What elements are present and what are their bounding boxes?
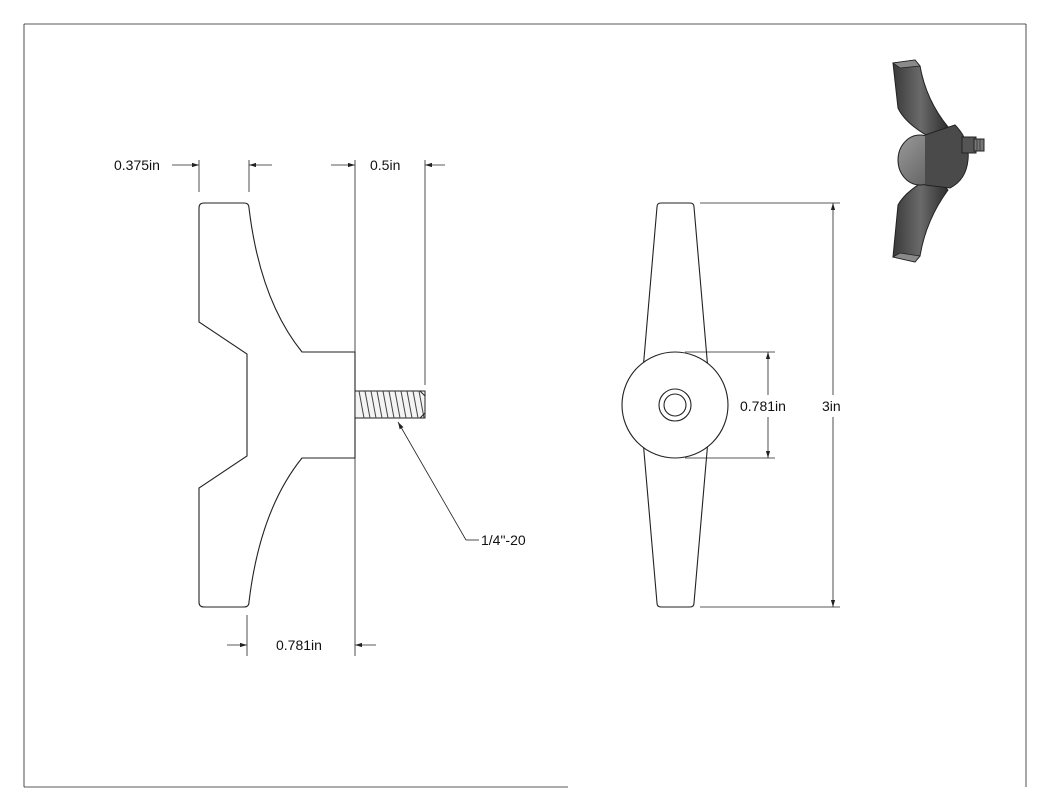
dim-stud-length: 0.5in <box>331 157 445 173</box>
dim-stud-length-label: 0.5in <box>370 157 400 173</box>
dim-overall-span-label: 3in <box>822 398 841 414</box>
dim-hub-length-label: 0.781in <box>276 637 322 653</box>
dim-wing-thickness-label: 0.375in <box>114 157 160 173</box>
dim-hub-diameter-label: 0.781in <box>740 398 786 414</box>
side-view-wing-outline <box>198 202 356 608</box>
side-view-threaded-stud <box>354 390 426 419</box>
front-view-stud-inner <box>663 393 687 417</box>
dim-hub-diameter: 0.781in <box>740 352 786 458</box>
front-view: 0.781in 3in <box>621 202 841 608</box>
side-view: 0.375in 0.5in 0.781in 1/4"-20 <box>114 157 526 656</box>
thread-callout-label: 1/4"-20 <box>481 532 526 548</box>
thread-callout: 1/4"-20 <box>397 421 526 548</box>
dim-hub-length: 0.781in <box>227 637 376 653</box>
wing-knob-3d-icon <box>891 59 985 263</box>
dim-overall-span: 3in <box>822 203 841 607</box>
drawing-border <box>23 23 1027 788</box>
dim-wing-thickness: 0.375in <box>114 157 272 173</box>
